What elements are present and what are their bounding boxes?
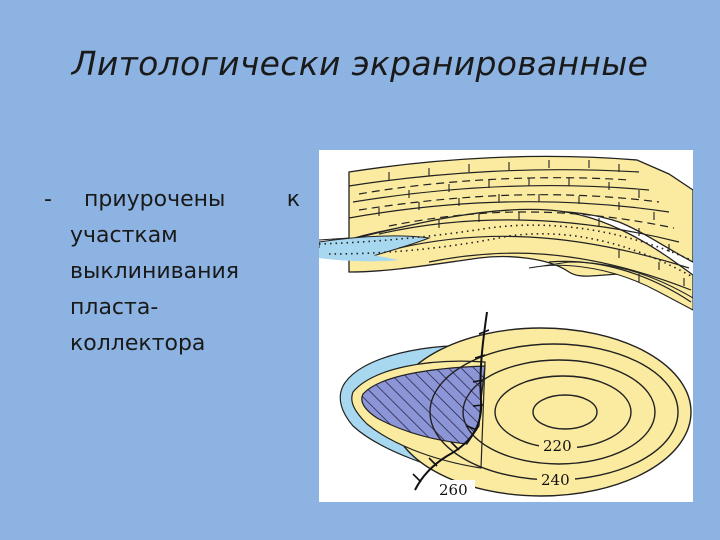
contour-label-240: 240	[541, 471, 570, 489]
trap-diagram: 220 240 260	[319, 150, 693, 502]
bullet-text: - приурочены к участкам выклинивания пла…	[44, 182, 300, 362]
bullet-first-line: - приурочены к	[44, 182, 300, 218]
bullet-line-3: выклинивания	[70, 259, 240, 284]
bullet-line-4: пласта-	[70, 295, 159, 320]
map-view: 220 240 260	[339, 311, 692, 499]
bullet-word-1: приурочены	[84, 187, 226, 212]
bullet-dash: -	[44, 187, 52, 212]
fault-line	[414, 311, 488, 491]
water-layer-lower	[319, 248, 399, 262]
slide-title: Литологически экранированные	[71, 44, 649, 83]
cross-section	[319, 155, 693, 311]
contour-label-260: 260	[439, 481, 468, 499]
oil-zone	[361, 365, 486, 445]
bullet-word-2: к	[286, 187, 300, 212]
bullet-line-5: коллектора	[70, 331, 206, 356]
contour-label-220: 220	[543, 437, 572, 455]
layer-arched-lower	[528, 261, 693, 311]
bullet-line-2: участкам	[70, 223, 178, 248]
